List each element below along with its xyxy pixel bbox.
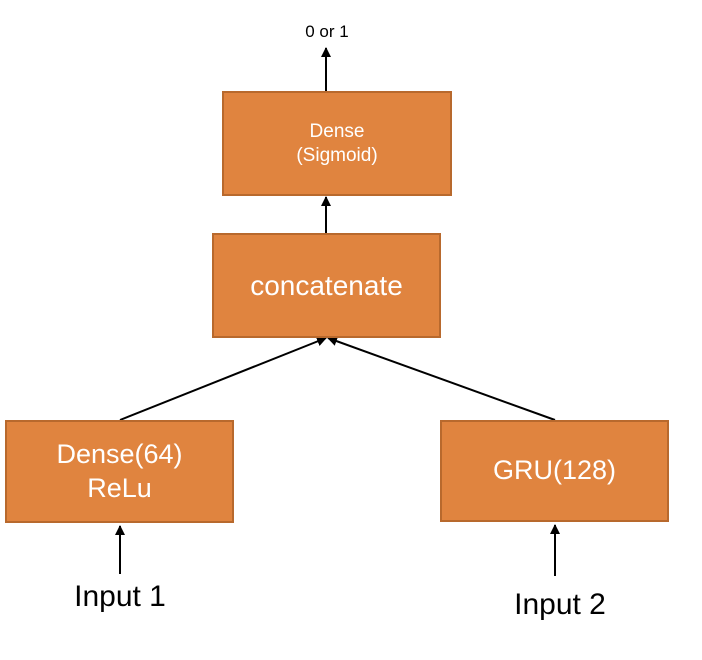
dense-sigmoid-line1: Dense — [309, 120, 365, 142]
output-label: 0 or 1 — [305, 22, 349, 41]
gru-label: GRU(128) — [492, 455, 617, 486]
input1-label: Input 1 — [74, 580, 166, 613]
arrow-gru-to-concatenate — [327, 336, 556, 421]
dense-sigmoid-line2: (Sigmoid) — [296, 144, 378, 166]
dense64-line1: Dense(64) — [56, 438, 183, 469]
arrow-dense64-to-concatenate — [119, 336, 327, 421]
gru-node: GRU(128) — [440, 420, 669, 522]
input2-label: Input 2 — [514, 588, 606, 621]
dense64-line2: ReLu — [87, 472, 152, 503]
concatenate-label: concatenate — [250, 270, 403, 301]
concatenate-node: concatenate — [212, 233, 441, 338]
dense-sigmoid-node: Dense (Sigmoid) — [222, 91, 452, 196]
dense64-node: Dense(64) ReLu — [5, 420, 234, 523]
